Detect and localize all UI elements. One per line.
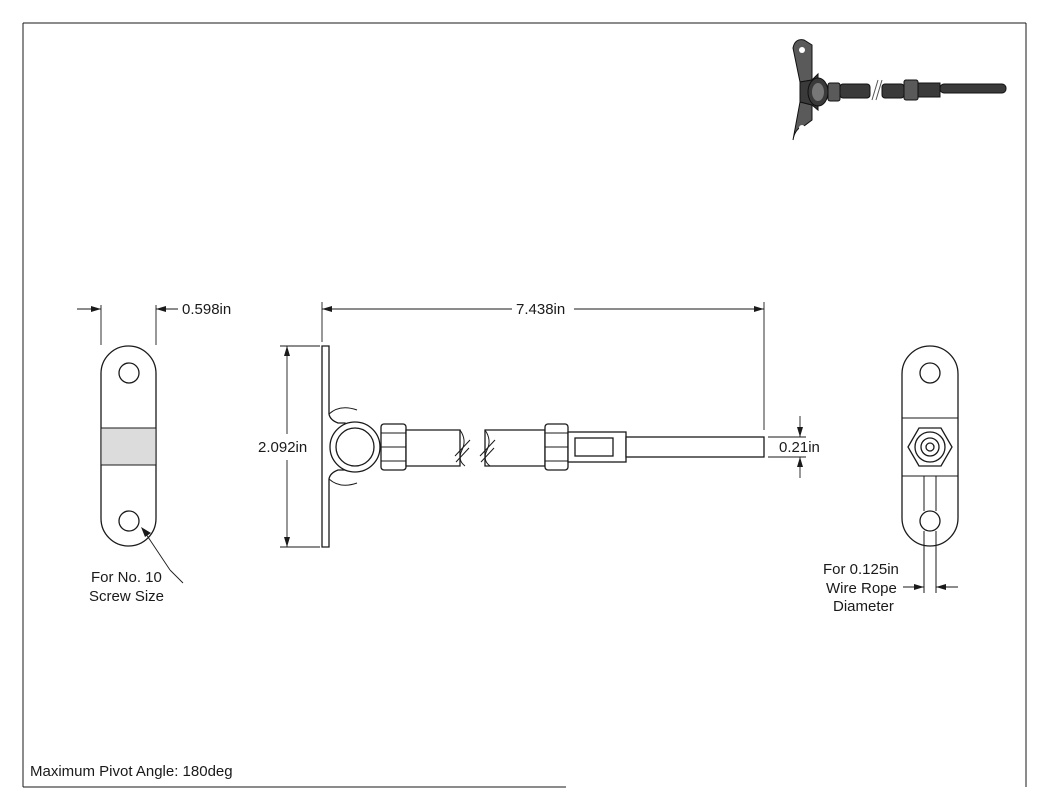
plate-width-label: 0.598in xyxy=(182,301,231,318)
wire-note-line2: Wire Rope xyxy=(826,580,897,597)
dim-plate-width: 0.598in xyxy=(77,301,231,345)
wire-note-line3: Diameter xyxy=(833,598,894,615)
dim-overall-length: 7.438in xyxy=(321,301,765,430)
center-side-view xyxy=(321,345,765,548)
screw-note-line1: For No. 10 xyxy=(91,569,162,586)
dim-wire-rope: For 0.125in Wire Rope Diameter xyxy=(823,561,958,615)
wire-note-line1: For 0.125in xyxy=(823,561,899,578)
pivot-angle-note: Maximum Pivot Angle: 180deg xyxy=(30,763,233,780)
screw-note-line2: Screw Size xyxy=(89,588,164,605)
dim-rod-diameter: 0.21in xyxy=(768,416,820,478)
left-plate-view xyxy=(100,345,157,547)
right-end-view xyxy=(901,345,959,593)
dim-plate-height: 2.092in xyxy=(258,345,320,548)
isometric-thumbnail xyxy=(792,39,1007,141)
overall-length-label: 7.438in xyxy=(516,301,565,318)
screw-leader: For No. 10 Screw Size xyxy=(89,527,184,605)
rod-diameter-label: 0.21in xyxy=(779,439,820,456)
plate-height-label: 2.092in xyxy=(258,439,307,456)
sheet-border xyxy=(22,22,1027,788)
